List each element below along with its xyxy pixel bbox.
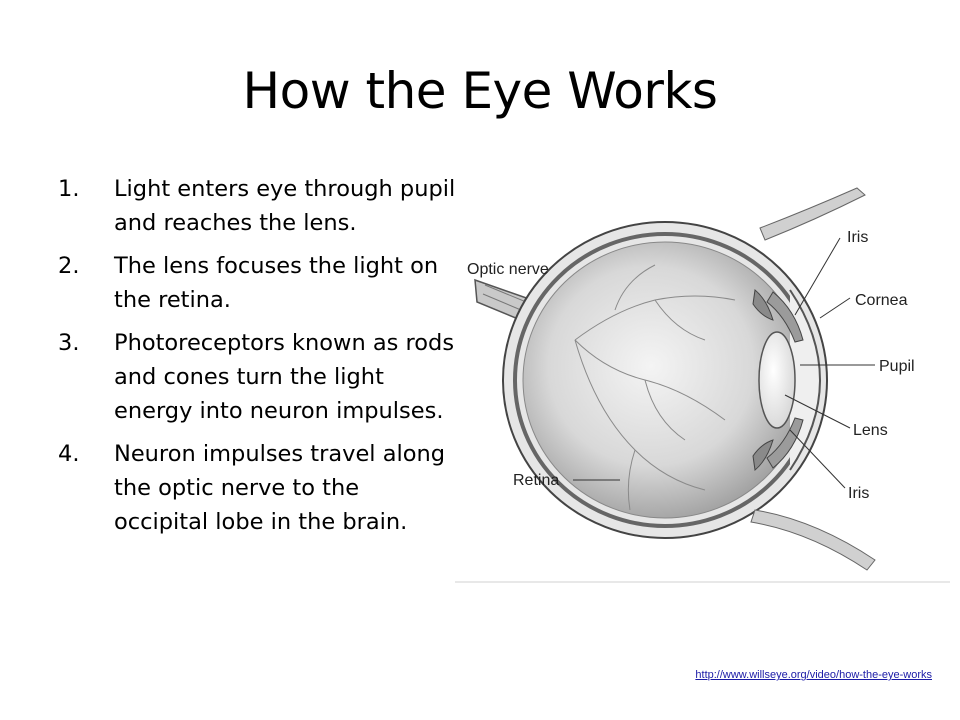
- slide-title: How the Eye Works: [242, 62, 718, 120]
- iris-top-shape: [766, 291, 804, 343]
- step-number: 4.: [58, 441, 80, 467]
- step-item: 4. Neuron impulses travel along the opti…: [58, 437, 458, 539]
- label-iris-bottom: Iris: [848, 485, 869, 502]
- label-pupil: Pupil: [879, 358, 915, 375]
- eye-diagram-svg: Optic nerve Iris Cornea Pupil Lens Iris …: [455, 187, 950, 583]
- eye-diagram: Optic nerve Iris Cornea Pupil Lens Iris …: [455, 180, 950, 590]
- step-text: The lens focuses the light on the retina…: [114, 253, 439, 313]
- source-link[interactable]: http://www.willseye.org/video/how-the-ey…: [695, 669, 932, 681]
- steps-list: 1. Light enters eye through pupil and re…: [58, 172, 458, 548]
- label-iris-top: Iris: [847, 229, 868, 246]
- lens-shape: [758, 331, 796, 429]
- step-number: 1.: [58, 176, 80, 202]
- label-cornea: Cornea: [855, 292, 908, 309]
- step-item: 2. The lens focuses the light on the ret…: [58, 249, 458, 317]
- step-number: 3.: [58, 330, 80, 356]
- step-item: 3. Photoreceptors known as rods and cone…: [58, 326, 458, 428]
- label-retina: Retina: [513, 472, 559, 489]
- iris-bottom-shape: [766, 417, 804, 469]
- step-text: Neuron impulses travel along the optic n…: [114, 441, 446, 535]
- label-optic-nerve: Optic nerve: [467, 261, 549, 278]
- step-text: Photoreceptors known as rods and cones t…: [114, 330, 455, 424]
- label-lens: Lens: [853, 422, 888, 439]
- step-text: Light enters eye through pupil and reach…: [114, 176, 456, 236]
- step-item: 1. Light enters eye through pupil and re…: [58, 172, 458, 240]
- retinal-vessels: [574, 264, 736, 511]
- step-number: 2.: [58, 253, 80, 279]
